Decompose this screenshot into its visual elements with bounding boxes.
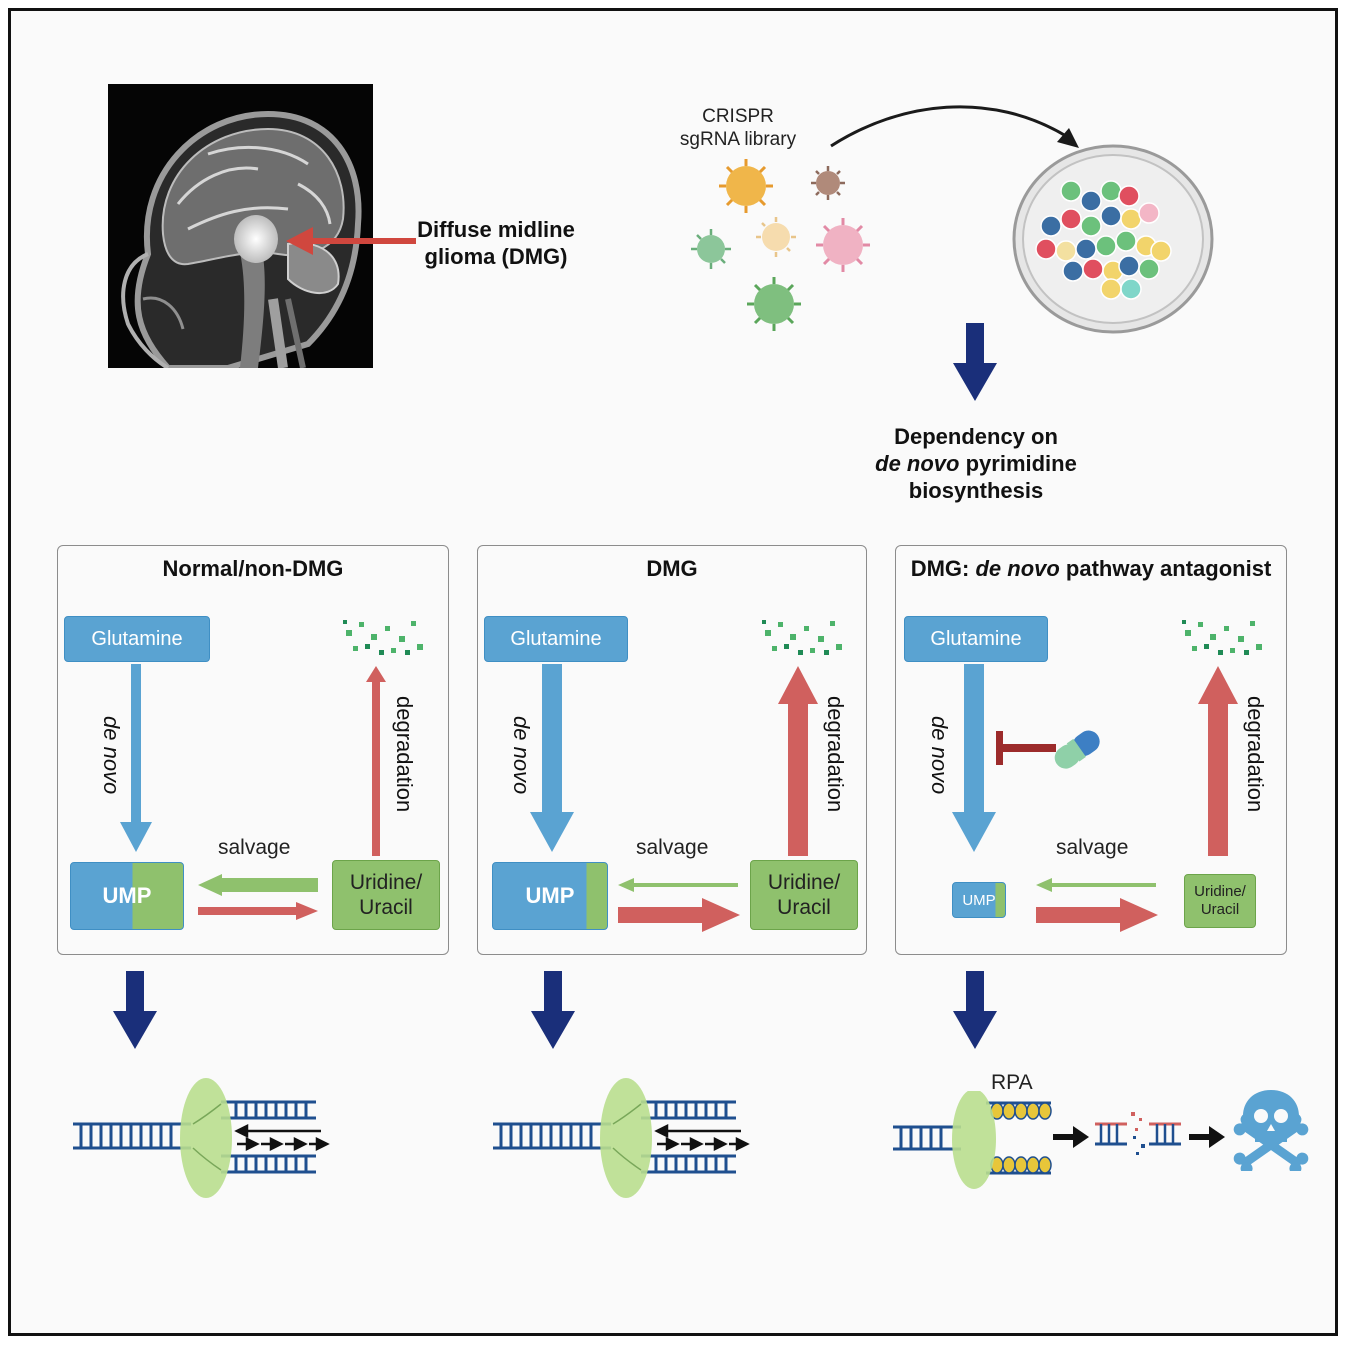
transduction-arrow — [830, 105, 1079, 148]
ump-box: UMP — [492, 862, 608, 930]
catabolic-red-arrow — [198, 902, 318, 920]
drug-capsule-icon — [1054, 730, 1100, 769]
virus-icon-pink — [816, 218, 870, 272]
salvage-label: salvage — [1056, 836, 1129, 859]
de-novo-arrow — [120, 664, 152, 852]
virus-icon-brown — [811, 166, 845, 200]
salvage-green-arrow — [198, 874, 318, 896]
arrow-to-death — [1189, 1126, 1225, 1148]
virus-icon-green-small — [691, 229, 731, 269]
mri-brain-image — [108, 84, 373, 371]
lentivirus-icons — [691, 159, 870, 331]
petri-dish-cells — [1012, 144, 1214, 334]
glutamine-box: Glutamine — [64, 616, 210, 662]
virus-icon-orange — [719, 159, 773, 213]
salvage-label: salvage — [636, 836, 709, 859]
panel-title: Normal/non-DMG — [162, 556, 344, 581]
degradation-products-icon — [343, 620, 423, 655]
glutamine-box: Glutamine — [484, 616, 628, 662]
catabolic-red-arrow — [618, 898, 740, 932]
panel-title: DMG: de novo pathway antagonist — [910, 556, 1272, 581]
down-arrow-antagonist — [953, 971, 997, 1049]
panel-dmg: DMG Glutamine de novo degradation salvag… — [477, 545, 867, 955]
salvage-label: salvage — [218, 836, 291, 859]
crispr-library-label: CRISPR sgRNA library — [679, 106, 797, 150]
down-arrow-normal — [113, 971, 157, 1049]
uridine-uracil-box: Uridine/Uracil — [332, 860, 440, 930]
replisome-icon — [600, 1078, 652, 1198]
replication-fork-normal — [73, 1078, 330, 1198]
down-arrow-dmg — [531, 971, 575, 1049]
tumor-pointer-arrow — [286, 227, 416, 255]
uridine-uracil-box: Uridine/Uracil — [750, 860, 858, 930]
figure-frame: Diffuse midline glioma (DMG) CRISPR sgRN… — [8, 8, 1338, 1336]
panel-title: DMG — [646, 556, 698, 581]
ump-box: UMP — [952, 882, 1006, 918]
replisome-icon — [952, 1091, 996, 1189]
salvage-green-arrow — [1036, 878, 1156, 892]
panel-dmg-antagonist: DMG: de novo pathway antagonist Glutamin… — [895, 545, 1287, 955]
panel-normal: Normal/non-DMG Glutamine de novo degrada… — [57, 545, 449, 955]
de-novo-label: de novo — [927, 716, 952, 795]
salvage-green-arrow — [618, 878, 738, 892]
dependency-label: Dependency on de novo pyrimidine biosynt… — [875, 424, 1077, 503]
rpa-label: RPA — [991, 1071, 1033, 1094]
degradation-label: degradation — [392, 696, 417, 813]
skull-crossbones-icon — [1233, 1090, 1309, 1171]
de-novo-arrow — [530, 664, 574, 852]
catabolic-red-arrow — [1036, 898, 1158, 932]
degradation-label: degradation — [823, 696, 848, 813]
glutamine-box: Glutamine — [904, 616, 1048, 662]
replisome-icon — [180, 1078, 232, 1198]
degradation-products-icon — [762, 620, 842, 655]
replication-fork-dmg — [493, 1078, 750, 1198]
stalled-fork-rpa — [893, 1091, 1052, 1189]
degradation-products-icon — [1182, 620, 1262, 655]
de-novo-arrow — [952, 664, 996, 852]
degradation-arrow — [366, 666, 386, 856]
degradation-arrow — [778, 666, 818, 856]
degradation-label: degradation — [1243, 696, 1268, 813]
de-novo-label: de novo — [99, 716, 124, 795]
arrow-to-dsb — [1053, 1126, 1089, 1148]
de-novo-label: de novo — [509, 716, 534, 795]
degradation-arrow — [1198, 666, 1238, 856]
virus-icon-pale — [756, 217, 796, 257]
down-arrow-dependency — [953, 323, 997, 401]
virus-icon-green-large — [747, 277, 801, 331]
ump-box: UMP — [70, 862, 184, 930]
uridine-uracil-box: Uridine/Uracil — [1184, 874, 1256, 928]
dmg-label: Diffuse midline glioma (DMG) — [417, 217, 575, 269]
broken-dna-icon — [1095, 1112, 1181, 1155]
inhibition-bar — [996, 731, 1056, 765]
